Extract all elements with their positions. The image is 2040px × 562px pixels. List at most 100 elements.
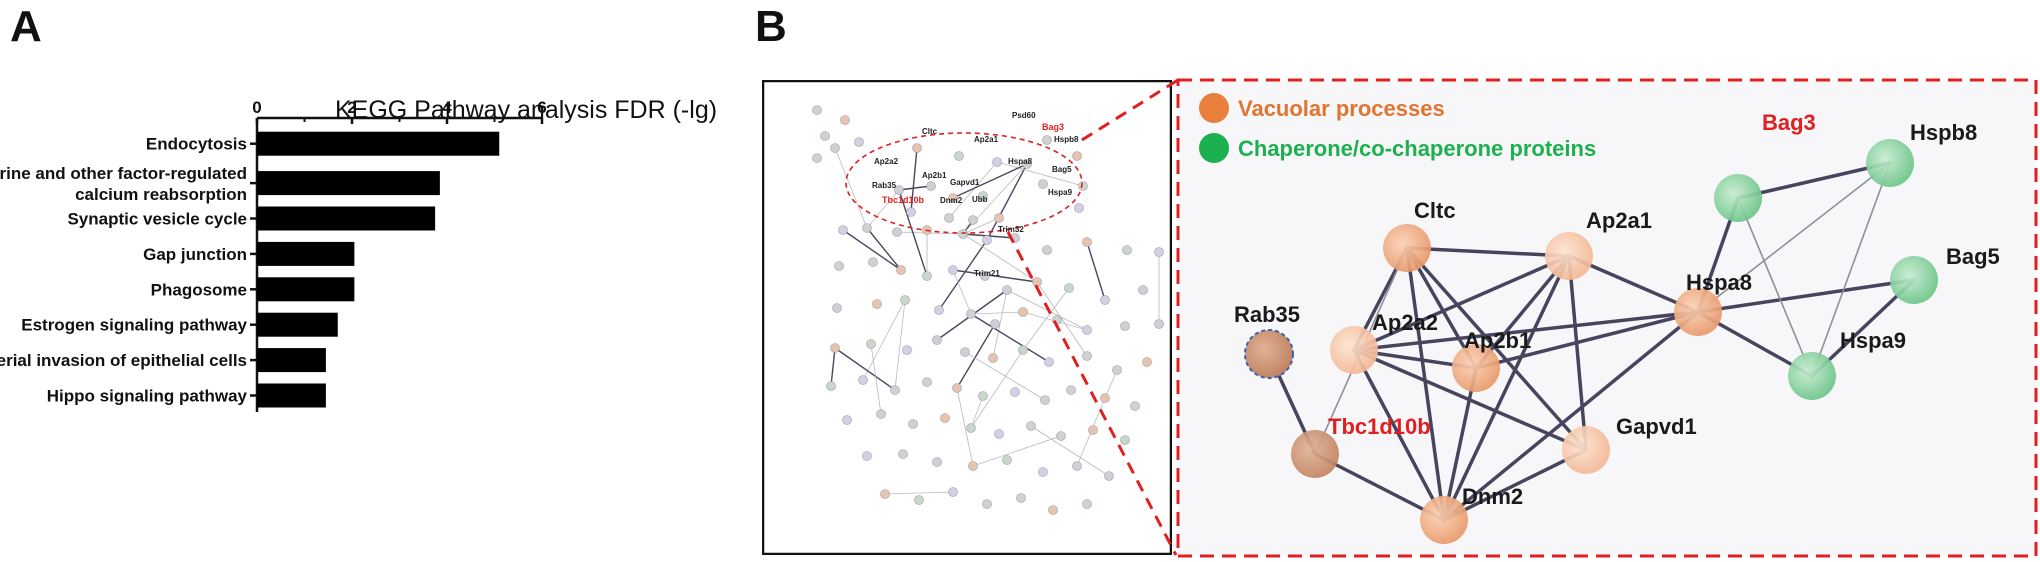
- node-label-ap2b1: Ap2b1: [1464, 328, 1531, 353]
- overview-node: [968, 215, 978, 225]
- overview-node: [1048, 505, 1058, 515]
- overview-edge: [910, 147, 918, 213]
- overview-edge: [952, 163, 1028, 199]
- legend-chaperone-marker: [1199, 133, 1229, 163]
- overview-node: [830, 343, 840, 353]
- overview-label-rab35: Rab35: [872, 181, 897, 190]
- overview-node: [1002, 285, 1012, 295]
- overview-node: [876, 409, 886, 419]
- node-gapvd1: [1562, 426, 1610, 474]
- bar: [257, 383, 326, 408]
- edge-cltc-ap2a1: [1405, 246, 1571, 258]
- zoomed-network: Vacuolar processes Chaperone/co-chaperon…: [1176, 78, 2038, 558]
- overview-node: [1026, 421, 1036, 431]
- overview-node: [1154, 319, 1164, 329]
- overview-node: [1018, 307, 1028, 317]
- node-ap2b1: [1452, 344, 1500, 392]
- overview-node: [862, 451, 872, 461]
- overview-node: [994, 429, 1004, 439]
- overview-node: [868, 257, 878, 267]
- overview-node: [894, 185, 904, 195]
- overview-highlight-ellipse: [845, 132, 1083, 234]
- overview-node: [954, 151, 964, 161]
- overview-label-gapvd1: Gapvd1: [950, 178, 980, 187]
- edge-bag3-hspa9: [1737, 197, 1813, 377]
- category-label: Endocrine and other factor-regulated: [0, 164, 247, 183]
- overview-node: [1010, 387, 1020, 397]
- overview-node: [1022, 159, 1032, 169]
- overview-node: [932, 457, 942, 467]
- overview-node: [1066, 385, 1076, 395]
- overview-edge: [894, 299, 906, 391]
- overview-node: [1018, 345, 1028, 355]
- overview-node: [1042, 135, 1052, 145]
- overview-node: [890, 385, 900, 395]
- node-cltc: [1383, 224, 1431, 272]
- overview-node: [1112, 365, 1122, 375]
- bar: [257, 131, 500, 156]
- bar: [257, 206, 436, 231]
- overview-node: [880, 489, 890, 499]
- overview-node: [892, 227, 902, 237]
- overview-node: [966, 423, 976, 433]
- overview-node: [1138, 285, 1148, 295]
- node-label-rab35: Rab35: [1234, 302, 1300, 327]
- overview-node: [1100, 393, 1110, 403]
- bar: [257, 312, 338, 337]
- overview-network: Bag3 Tbc1d10b Trim32 Trim21 Ubb Hspa9 Ba…: [762, 80, 1172, 555]
- overview-node: [834, 261, 844, 271]
- overview-node: [968, 461, 978, 471]
- legend-vacuolar-marker: [1199, 93, 1229, 123]
- node-hspa9: [1788, 352, 1836, 400]
- overview-edge: [952, 269, 972, 315]
- overview-label-trim32: Trim32: [998, 225, 1024, 234]
- edge-ap2a1-ap2b1: [1474, 254, 1571, 370]
- overview-node: [1100, 295, 1110, 305]
- overview-node: [832, 303, 842, 313]
- category-label: calcium reabsorption: [75, 185, 247, 204]
- x-tick-label: 2: [347, 98, 356, 117]
- overview-node: [812, 153, 822, 163]
- node-label-hspa9: Hspa9: [1840, 328, 1906, 353]
- edge-hspa8-bag5: [1696, 278, 1916, 314]
- overview-label-ubb: Ubb: [972, 195, 988, 204]
- edge-ap2a1-dnm2: [1442, 254, 1571, 522]
- overview-node: [862, 223, 872, 233]
- edge-ap2a2-hspa8: [1352, 310, 1700, 352]
- overview-node: [1052, 315, 1062, 325]
- x-tick-label: 6: [537, 98, 546, 117]
- overview-node: [830, 143, 840, 153]
- overview-node: [948, 193, 958, 203]
- node-label-tbc1d10b: Tbc1d10b: [1328, 414, 1431, 439]
- kegg-bar-chart: 0246EndocytosisEndocrine and other facto…: [0, 98, 547, 412]
- overview-node: [840, 115, 850, 125]
- overview-node: [922, 271, 932, 281]
- overview-node: [820, 131, 830, 141]
- overview-node: [914, 495, 924, 505]
- overview-edge: [884, 491, 954, 495]
- overview-label-bag5: Bag5: [1052, 165, 1072, 174]
- overview-node: [988, 353, 998, 363]
- overview-edge: [834, 347, 896, 391]
- overview-label-ap2b1: Ap2b1: [922, 171, 947, 180]
- edge-dnm2-hspa8: [1442, 310, 1700, 522]
- overview-node: [926, 181, 936, 191]
- overview-node: [1088, 425, 1098, 435]
- category-label: Phagosome: [151, 280, 247, 299]
- edge-dnm2-gapvd1: [1442, 448, 1588, 522]
- edge-ap2a2-dnm2: [1352, 348, 1446, 522]
- overview-node: [1082, 325, 1092, 335]
- overview-node: [858, 375, 868, 385]
- overview-edge: [866, 189, 900, 229]
- overview-node: [922, 377, 932, 387]
- edge-ap2a1-ap2a2: [1352, 254, 1571, 352]
- overview-label-hspb8: Hspb8: [1054, 135, 1079, 144]
- overview-node: [1038, 179, 1048, 189]
- overview-node: [1082, 351, 1092, 361]
- bar: [257, 171, 440, 196]
- overview-node: [896, 265, 906, 275]
- category-label: Hippo signaling pathway: [47, 387, 248, 406]
- edge-ap2b1-dnm2: [1442, 366, 1478, 522]
- overview-edge: [996, 161, 1084, 187]
- overview-node: [1082, 499, 1092, 509]
